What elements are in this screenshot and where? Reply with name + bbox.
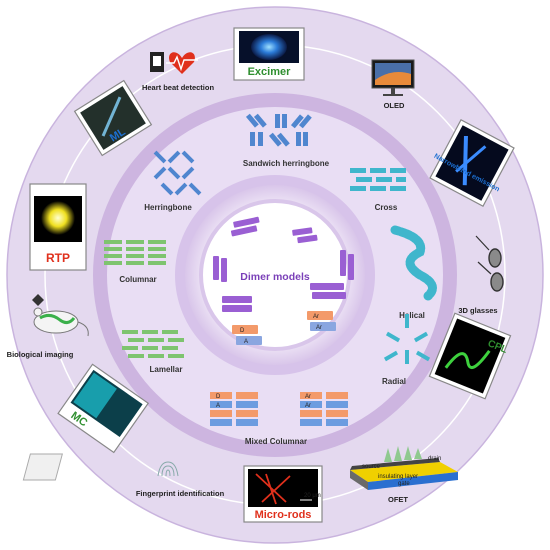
scale-bar-label: 20 μm [304, 493, 321, 499]
ofet-source-label: source [362, 464, 381, 470]
columnar-motif [104, 240, 166, 265]
helical-label: Helical [399, 311, 425, 320]
bio-imaging-label: Biological imaging [7, 350, 74, 359]
ofet-gate-label: gate [398, 481, 410, 487]
mixed-ar-tag-top: Ar [305, 394, 311, 400]
mixed-a-tag: A [216, 403, 220, 409]
glasses-icon [475, 235, 504, 292]
mouse-icon [32, 294, 89, 337]
d-tag: D [240, 328, 245, 334]
excimer-card: Excimer [233, 27, 305, 81]
ar-tag-bottom: Ar [316, 325, 322, 331]
monitor-icon [371, 59, 415, 96]
herringbone-motif [153, 150, 202, 196]
lamellar-motif [122, 330, 184, 358]
cross-label: Cross [375, 203, 398, 212]
center-title: Dimer models [240, 271, 310, 283]
ml-card: ML [73, 79, 153, 157]
cpl-card: CPL [428, 312, 512, 400]
radial-motif [383, 314, 431, 364]
micro-rods-label: Micro-rods [255, 509, 312, 521]
ar-tag-top: Ar [313, 314, 319, 320]
mixed-columnar-label: Mixed Columnar [245, 437, 307, 446]
helical-motif [390, 225, 437, 301]
micro-rods-card: 20 μm Micro-rods [243, 465, 323, 523]
ar-stack: Ar Ar [307, 311, 336, 331]
fingerprint-icon [22, 453, 179, 481]
a-tag: A [244, 339, 248, 345]
glasses-label: 3D glasses [458, 306, 497, 315]
excimer-label: Excimer [248, 66, 292, 78]
ofet-drain-label: drain [428, 456, 441, 462]
narrowband-card: Narrowband emission [429, 118, 515, 208]
da-stack: D A [232, 325, 262, 345]
dimer-block [222, 296, 252, 312]
transistor-icon: source drain insulating layer gate [350, 446, 458, 490]
mixed-ar-tag-bottom: Ar [305, 403, 311, 409]
herringbone-label: Herringbone [144, 203, 192, 212]
sandwich-herringbone-label: Sandwich herringbone [243, 159, 330, 168]
dimer-block [292, 227, 318, 244]
ofet-insulating-label: insulating layer [378, 474, 418, 480]
lamellar-label: Lamellar [150, 365, 183, 374]
heart-beat-label: Heart beat detection [142, 83, 215, 92]
rtp-card: RTP [29, 183, 87, 271]
oled-label: OLED [384, 101, 405, 110]
mixed-d-tag: D [216, 394, 221, 400]
mixed-columnar-motif: D A Ar Ar [210, 392, 348, 426]
dimer-block [230, 216, 260, 237]
dimer-models: Ar Ar D A [213, 216, 354, 345]
cross-motif [350, 168, 406, 191]
dimer-block [340, 250, 354, 280]
dimer-block [310, 283, 346, 299]
sandwich-herringbone-motif [245, 113, 312, 147]
columnar-label: Columnar [119, 275, 156, 284]
heart-rate-icon [150, 52, 198, 74]
radial-label: Radial [382, 377, 406, 386]
ofet-label: OFET [388, 495, 408, 504]
rtp-label: RTP [46, 251, 70, 265]
fingerprint-label-1: Fingerprint identification [136, 489, 225, 498]
mc-card: MC [57, 363, 150, 454]
dimer-block [213, 256, 227, 282]
